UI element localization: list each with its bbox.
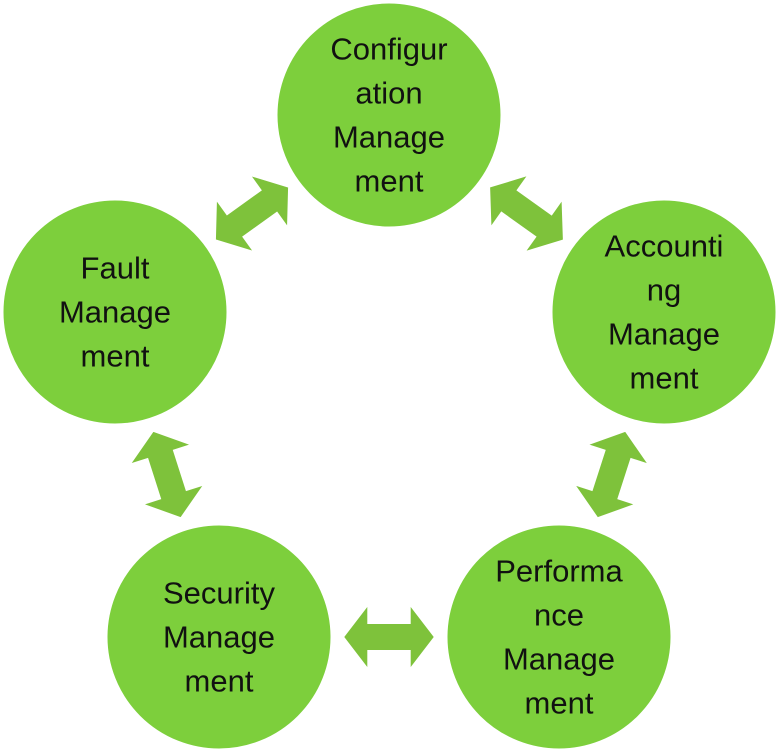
node-label-line: nce: [534, 598, 584, 633]
node-label-line: Security: [163, 576, 275, 611]
node-label-line: ment: [355, 164, 424, 199]
node-label-line: Fault: [81, 251, 150, 286]
node-circle-configuration: [274, 0, 504, 230]
node-label-line: ng: [647, 273, 681, 308]
double-arrow-icon-performance-security: [341, 601, 437, 673]
node-label-line: ment: [81, 339, 150, 374]
node-label-line: ment: [630, 361, 699, 396]
node-label-line: Manage: [608, 317, 720, 352]
node-circle-security: [104, 522, 334, 752]
node-label-line: Manage: [59, 295, 171, 330]
arrows-layer: [126, 172, 652, 673]
node-label-line: ment: [185, 664, 254, 699]
node-circle-fault: [0, 197, 230, 427]
node-circle-performance: [444, 522, 674, 752]
double-arrow-icon-accounting-performance: [571, 429, 652, 520]
node-label-line: Accounti: [605, 229, 724, 264]
node-label-line: Configur: [330, 32, 447, 67]
node-label-line: Manage: [163, 620, 275, 655]
node-circle-accounting: [549, 197, 779, 427]
double-arrow-icon-fault-configuration: [213, 172, 291, 255]
node-label-line: Manage: [503, 642, 615, 677]
double-arrow-icon-configuration-accounting: [488, 172, 565, 255]
node-label-line: ation: [355, 76, 422, 111]
node-label-line: Performa: [495, 554, 623, 589]
node-label-line: Manage: [333, 120, 445, 155]
double-arrow-icon-security-fault: [126, 429, 208, 520]
node-label-line: ment: [525, 686, 594, 721]
